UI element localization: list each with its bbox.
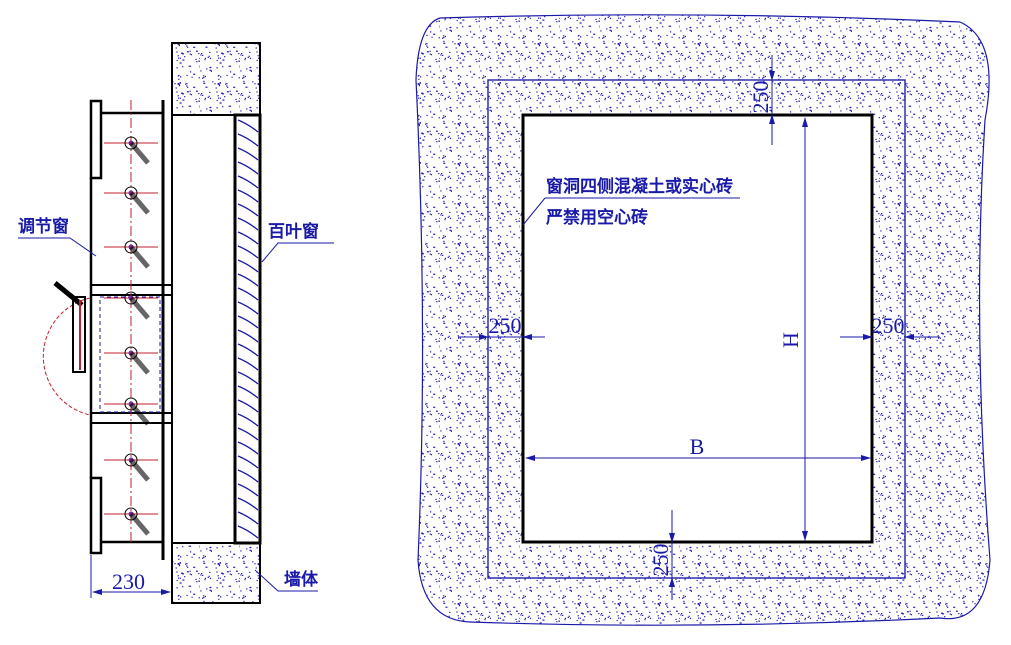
- dim-right-text: 250: [872, 313, 905, 338]
- wall-bottom: [171, 542, 261, 604]
- note-line2: 严禁用空心砖: [546, 207, 648, 228]
- section-view: 230 调节窗 百叶窗 墙体: [18, 42, 334, 604]
- label-wall: 墙体: [284, 569, 319, 590]
- louver: [233, 113, 262, 545]
- damper-frame: [42, 99, 173, 560]
- dim-height-text: H: [778, 332, 803, 348]
- dim-depth: 230: [90, 555, 171, 598]
- label-damper: 调节窗: [18, 216, 69, 237]
- note-line1: 窗洞四侧混凝土或实心砖: [546, 176, 733, 197]
- dim-width-text: B: [690, 434, 705, 459]
- dim-top-text: 250: [748, 81, 773, 114]
- opening-plan: H B 250 250 250 250 窗洞四侧混凝土或实心砖 严禁用空心砖: [415, 14, 991, 626]
- dim-bottom-text: 250: [648, 544, 673, 577]
- label-louver: 百叶窗: [268, 221, 319, 242]
- dim-left-text: 250: [489, 313, 522, 338]
- wall-top: [171, 42, 261, 116]
- dim-depth-text: 230: [112, 569, 145, 594]
